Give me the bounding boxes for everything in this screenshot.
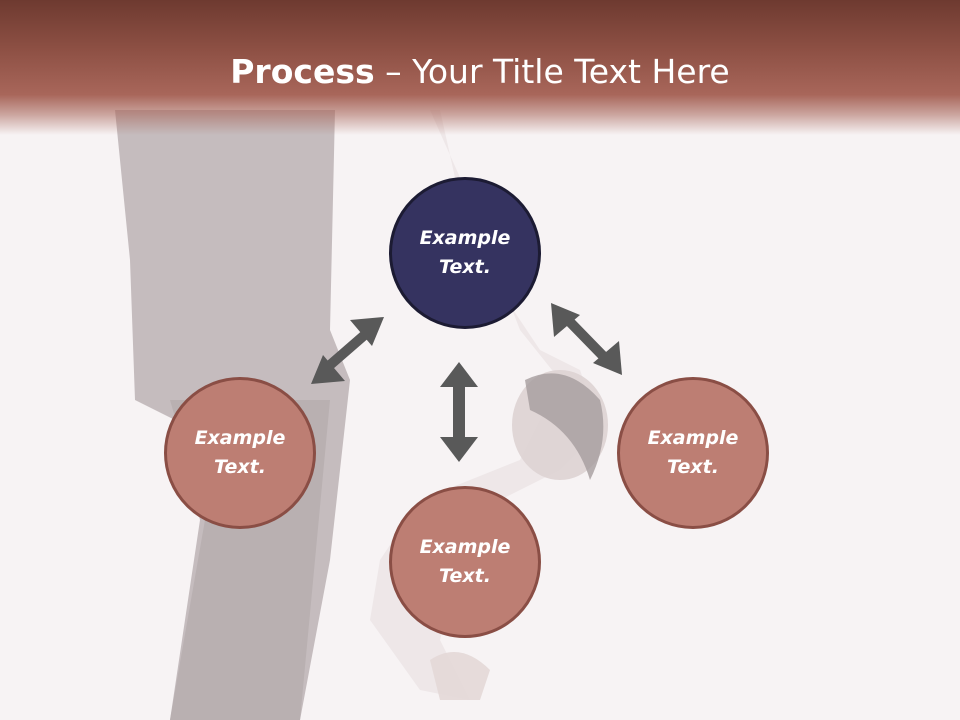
arrow-left-diagonal [311, 317, 384, 384]
process-node-top[interactable]: Example Text. [389, 177, 541, 329]
node-label: Example Text. [647, 427, 739, 478]
process-node-left[interactable]: Example Text. [164, 377, 316, 529]
arrow-right-diagonal [551, 303, 622, 375]
slide-title: Process – Your Title Text Here [0, 52, 960, 91]
arrow-vertical [440, 362, 478, 462]
node-label: Example Text. [419, 227, 511, 278]
title-rest: – Your Title Text Here [374, 52, 730, 91]
title-strong: Process [230, 52, 375, 91]
node-label: Example Text. [419, 536, 511, 587]
process-node-right[interactable]: Example Text. [617, 377, 769, 529]
node-label: Example Text. [194, 427, 286, 478]
process-node-bottom[interactable]: Example Text. [389, 486, 541, 638]
title-bar: Process – Your Title Text Here [0, 0, 960, 135]
